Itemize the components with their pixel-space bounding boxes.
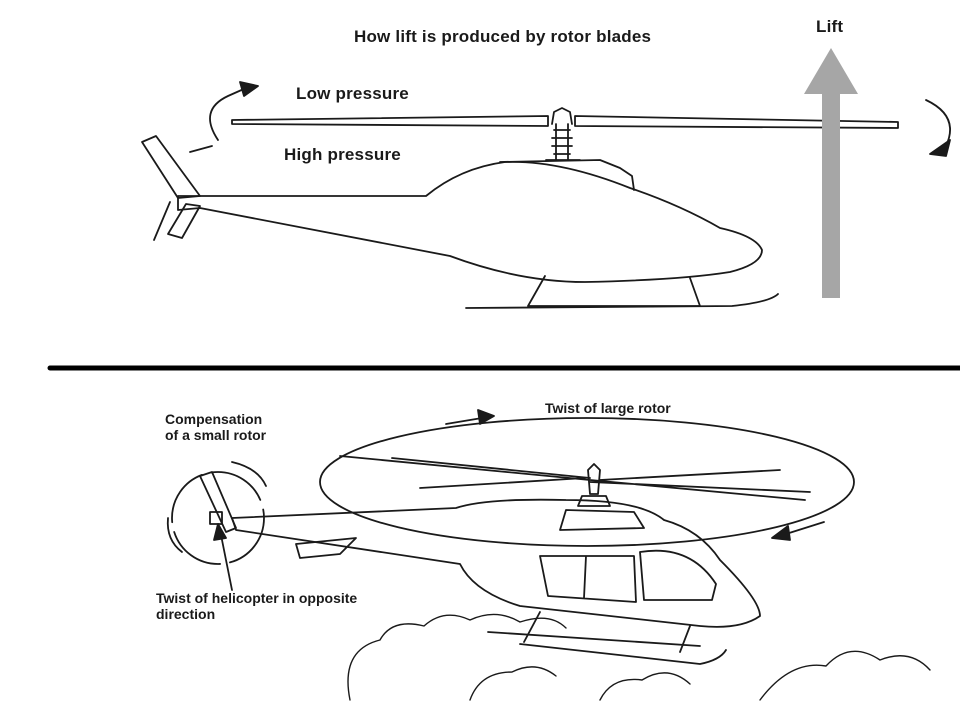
rotor-disk bbox=[319, 417, 855, 547]
pointer-arrow bbox=[219, 529, 233, 591]
small-rotor-arrow-left bbox=[166, 517, 183, 553]
bottom-landing-skids bbox=[487, 611, 727, 665]
rotation-arrow-left bbox=[209, 87, 247, 141]
small-rotor-arrow-top bbox=[231, 461, 267, 487]
rotor-blade-right bbox=[574, 115, 899, 129]
main-rotor-blades bbox=[339, 455, 811, 501]
rotation-arrow-left-head bbox=[239, 81, 259, 97]
tail-rotor-disk bbox=[171, 471, 265, 565]
fuselage bbox=[177, 160, 763, 283]
tail-rotor-blade bbox=[199, 471, 237, 533]
tail-rotor bbox=[153, 145, 213, 241]
bottom-engine-cowling bbox=[559, 509, 645, 531]
rotor-direction-arrow-right bbox=[785, 521, 825, 535]
pointer-arrow-head bbox=[213, 523, 227, 541]
horizontal-stabilizer bbox=[167, 203, 201, 239]
landing-skid bbox=[465, 293, 779, 309]
top-helicopter-side-view bbox=[141, 81, 951, 309]
high-pressure-label: High pressure bbox=[284, 145, 401, 164]
twist-large-rotor-label: Twist of large rotor bbox=[545, 400, 671, 416]
lift-label: Lift bbox=[816, 17, 844, 36]
bottom-stabilizer bbox=[295, 537, 357, 559]
diagram-title: How lift is produced by rotor blades bbox=[354, 27, 652, 46]
clouds bbox=[347, 613, 931, 701]
twist-opposite-label: Twist of helicopter in opposite directio… bbox=[156, 590, 358, 622]
bottom-helicopter-perspective bbox=[166, 409, 931, 701]
rotation-arrow-right bbox=[925, 99, 951, 147]
rotation-arrow-right-head bbox=[929, 139, 951, 157]
rotor-direction-arrow-top bbox=[445, 417, 483, 425]
tail-rotor-hub bbox=[209, 511, 223, 525]
engine-cowling bbox=[499, 159, 635, 191]
rotor-direction-arrow-right-head bbox=[771, 525, 791, 541]
cabin-windows bbox=[539, 549, 717, 603]
tail-fin bbox=[141, 135, 201, 199]
main-rotor-mast bbox=[577, 463, 611, 507]
rotor-blade bbox=[231, 115, 549, 127]
rotor-mast bbox=[545, 107, 581, 161]
compensation-label: Compensation of a small rotor bbox=[165, 411, 267, 443]
bottom-fuselage bbox=[231, 498, 761, 628]
rotor-direction-arrow-top-head bbox=[477, 409, 495, 425]
lift-arrow bbox=[804, 48, 858, 298]
low-pressure-label: Low pressure bbox=[296, 84, 409, 103]
